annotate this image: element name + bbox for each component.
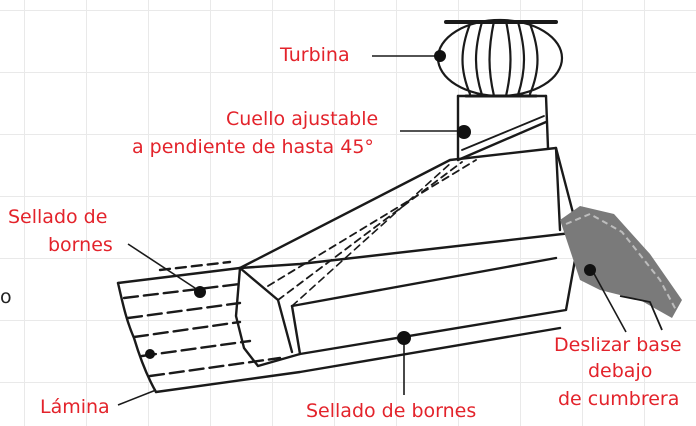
- collar-tube: [238, 146, 580, 307]
- label-deslizar-line3: de cumbrera: [558, 388, 680, 410]
- edge-text-fragment: o: [0, 286, 12, 308]
- label-deslizar-line1: Deslizar base: [554, 334, 682, 356]
- base-flashing: [234, 230, 582, 368]
- leader-lines: [117, 55, 627, 406]
- label-sellado-top-line1: Sellado de: [8, 206, 108, 228]
- label-sellado-top-line2: bornes: [48, 234, 113, 256]
- label-cuello-line1: Cuello ajustable: [226, 108, 379, 130]
- turbine-head: [436, 18, 564, 98]
- connection-dots: [145, 50, 596, 359]
- label-turbina: Turbina: [280, 44, 350, 66]
- label-deslizar-line2: debajo: [588, 360, 653, 382]
- ridge-cap: [560, 206, 682, 331]
- label-lamina: Lámina: [40, 396, 110, 418]
- roof-sheet: [116, 230, 582, 394]
- label-sellado-bottom: Sellado de bornes: [306, 400, 477, 422]
- label-cuello-line2: a pendiente de hasta 45°: [132, 136, 374, 158]
